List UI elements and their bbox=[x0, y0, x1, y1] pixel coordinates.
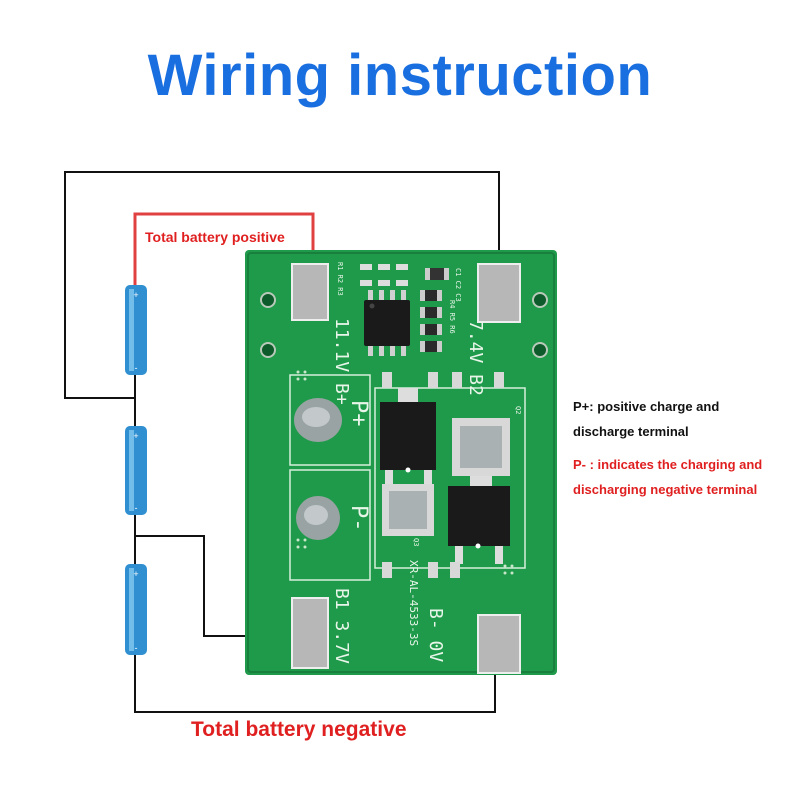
silk-model: XR-AL-4533-3S bbox=[407, 560, 420, 646]
p-plus-note-line-1: P+: positive charge and bbox=[573, 399, 720, 414]
mosfet-q1 bbox=[380, 388, 436, 486]
silk-refs-res: R4 R5 R6 bbox=[448, 300, 456, 334]
battery-cell-1: + - bbox=[125, 285, 147, 375]
pad-b-plus bbox=[291, 263, 329, 321]
svg-text:-: - bbox=[135, 503, 138, 513]
total-battery-positive-label: Total battery positive bbox=[145, 229, 285, 245]
silk-p-plus: P+ bbox=[346, 400, 371, 427]
pad-b2 bbox=[477, 263, 521, 323]
svg-text:+: + bbox=[133, 290, 138, 300]
svg-text:-: - bbox=[135, 643, 138, 653]
mosfet-q2-footprint bbox=[452, 418, 510, 476]
svg-text:+: + bbox=[133, 431, 138, 441]
pad-b1 bbox=[291, 597, 329, 669]
wire-total-positive bbox=[133, 212, 315, 285]
mosfet-q4 bbox=[448, 476, 510, 564]
silk-q2: Q2 bbox=[514, 406, 522, 414]
silk-b-plus: 11.1V B+ bbox=[331, 318, 352, 405]
silk-refs-top: R1 R2 R3 bbox=[336, 262, 344, 296]
wire-b-minus bbox=[134, 655, 496, 713]
p-plus-note-line-2: discharge terminal bbox=[573, 424, 689, 439]
total-battery-negative-label: Total battery negative bbox=[191, 718, 407, 741]
protection-board: 11.1V B+ 7.4V B2 P+ P- B1 3.7V B- 0V XR-… bbox=[245, 250, 557, 675]
silk-b2: 7.4V B2 bbox=[465, 320, 486, 396]
wire-b2-loop bbox=[64, 171, 500, 399]
p-minus-note: P- : indicates the charging and discharg… bbox=[573, 452, 762, 502]
p-minus-note-line-1: P- : indicates the charging and bbox=[573, 457, 763, 472]
battery-cell-2: + - bbox=[125, 426, 147, 515]
silk-p-minus: P- bbox=[346, 505, 371, 532]
silk-b1: B1 3.7V bbox=[331, 588, 352, 664]
silk-b-minus: B- 0V bbox=[425, 608, 446, 662]
pad-b-minus bbox=[477, 614, 521, 674]
p-minus-note-line-2: discharging negative terminal bbox=[573, 482, 758, 497]
svg-text:-: - bbox=[135, 363, 138, 373]
silk-refs-caps: C1 C2 C3 bbox=[454, 268, 462, 302]
page-title: Wiring instruction bbox=[147, 43, 653, 108]
silk-q3: Q3 bbox=[412, 538, 420, 546]
protection-ic bbox=[364, 300, 410, 346]
mosfet-q3-footprint bbox=[382, 484, 434, 536]
svg-text:+: + bbox=[133, 569, 138, 579]
p-plus-note: P+: positive charge and discharge termin… bbox=[573, 394, 719, 444]
battery-cell-3: + - bbox=[125, 564, 147, 655]
